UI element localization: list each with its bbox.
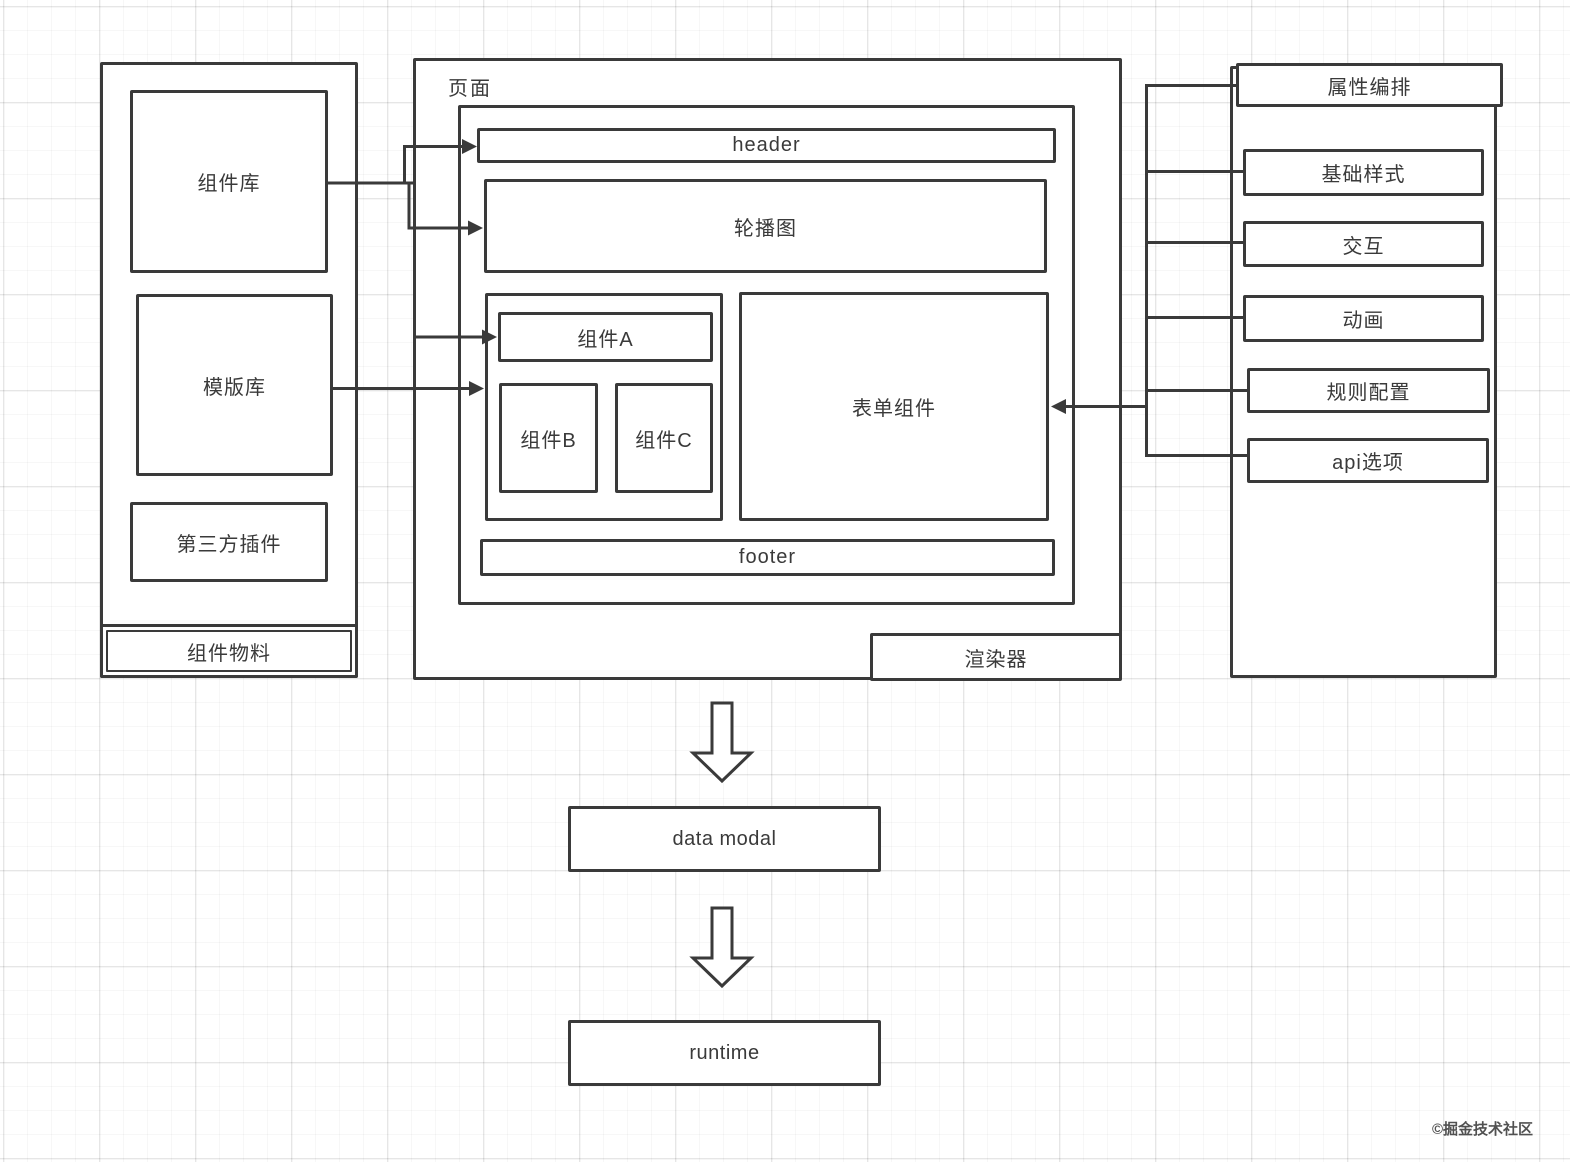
node-template-library: 模版库	[136, 294, 333, 476]
node-component-c: 组件C	[615, 383, 713, 493]
node-header: header	[477, 128, 1056, 163]
node-basic-style: 基础样式	[1243, 149, 1484, 196]
arrowhead-carousel	[468, 220, 483, 236]
flow-arrow-renderer-to-datamodal	[689, 701, 755, 784]
node-component-a: 组件A	[498, 312, 713, 362]
node-carousel: 轮播图	[484, 179, 1047, 273]
node-footer: footer	[480, 539, 1055, 576]
node-third-party-plugin: 第三方插件	[130, 502, 328, 582]
connector-to-component-a	[413, 183, 482, 339]
arrowhead-header	[462, 139, 477, 154]
node-runtime: runtime	[568, 1020, 881, 1086]
connector-to-header	[403, 145, 462, 184]
node-renderer-caption: 渲染器	[870, 633, 1122, 681]
arrowhead-component-a	[482, 329, 497, 345]
connector-to-carousel	[407, 183, 468, 230]
node-rule-config: 规则配置	[1247, 368, 1490, 413]
node-interaction: 交互	[1243, 221, 1484, 267]
node-animation: 动画	[1243, 295, 1484, 342]
node-api-options: api选项	[1247, 438, 1489, 483]
arrowhead-group	[469, 381, 484, 396]
node-component-b: 组件B	[499, 383, 598, 493]
materials-caption-inner: 组件物料	[106, 630, 352, 672]
node-form-component: 表单组件	[739, 292, 1049, 521]
node-component-library: 组件库	[130, 90, 328, 273]
node-props-title: 属性编排	[1236, 63, 1503, 107]
page-title-label: 页面	[448, 78, 492, 100]
watermark: ©掘金技术社区	[1432, 1121, 1534, 1138]
arrowhead-form	[1051, 399, 1066, 414]
node-data-modal: data modal	[568, 806, 881, 872]
node-materials-caption: 组件物料	[100, 624, 358, 678]
flow-arrow-datamodal-to-runtime	[689, 906, 755, 989]
